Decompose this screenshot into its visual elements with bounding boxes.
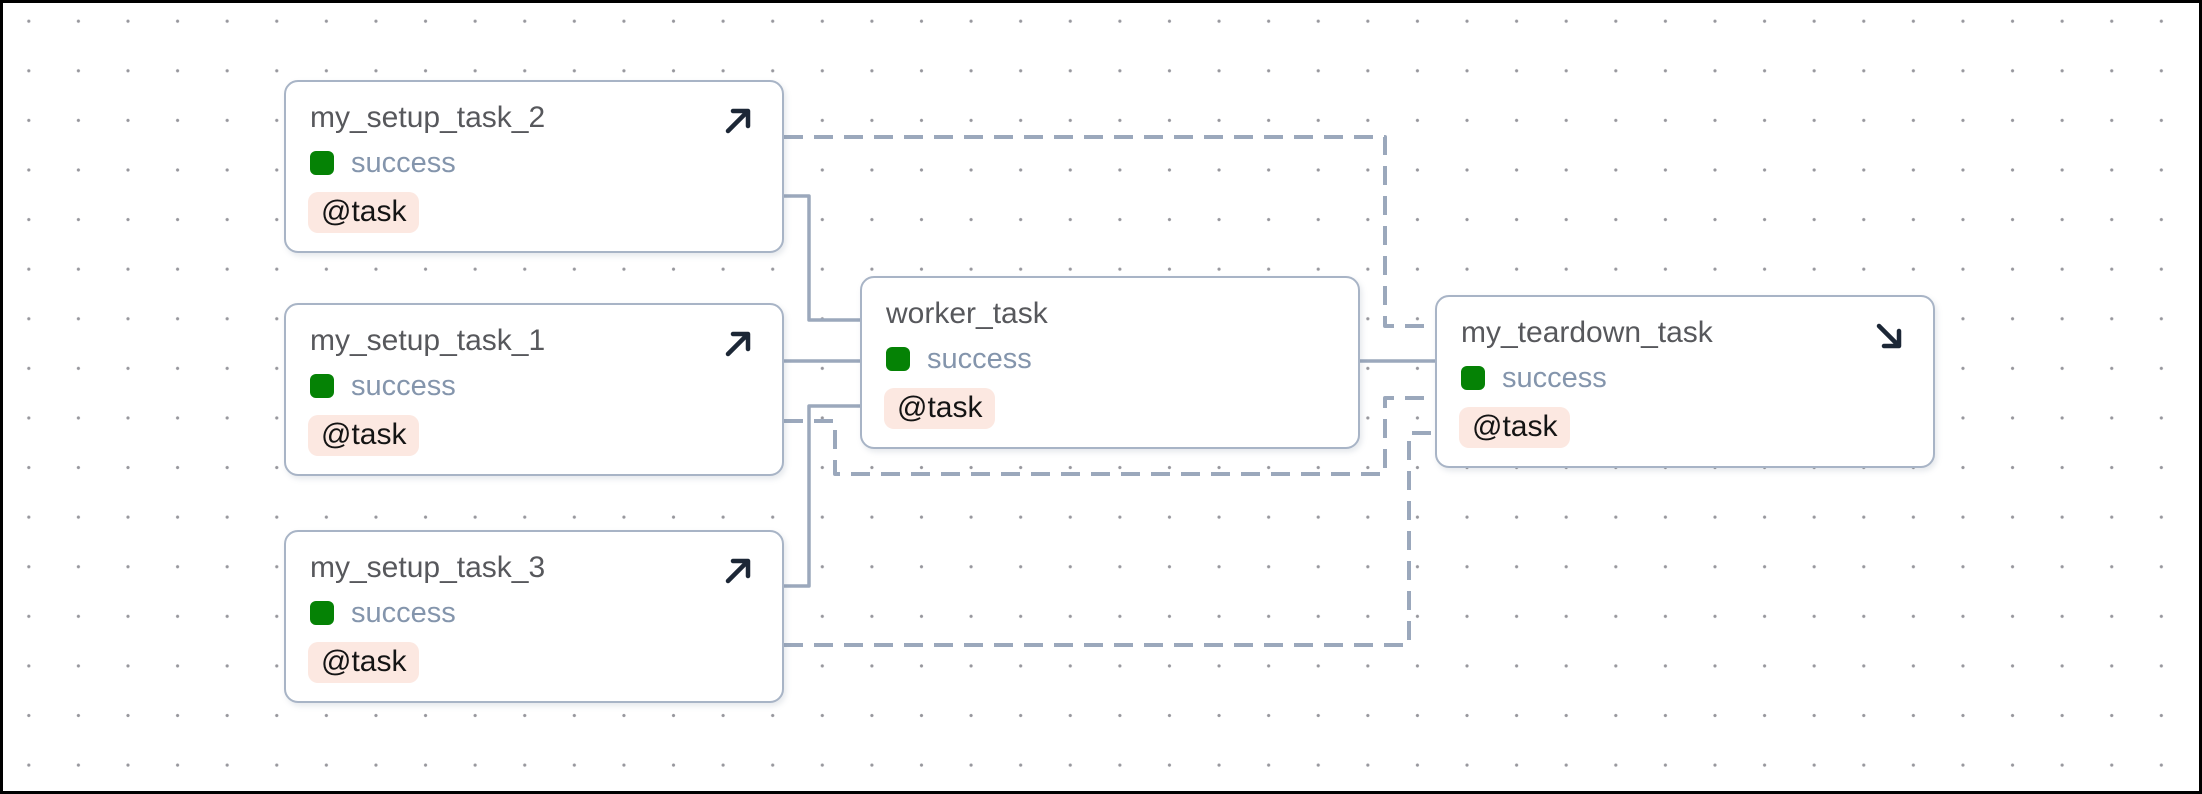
task-decorator-badge: @task — [308, 642, 420, 683]
edge-my_setup_task_3-to-my_teardown_task — [784, 431, 1435, 647]
setup-arrow-up-right-icon — [721, 327, 755, 361]
edge-my_setup_task_3-to-worker_task — [784, 404, 860, 588]
task-node-worker-task[interactable]: worker_task success @task — [860, 276, 1360, 449]
status-row: success — [310, 596, 758, 629]
task-node-my-setup-task-2[interactable]: my_setup_task_2 success @task — [284, 80, 784, 253]
status-label: success — [351, 369, 456, 402]
status-row: success — [310, 369, 758, 402]
status-row: success — [310, 146, 758, 179]
success-status-icon — [886, 347, 910, 371]
edge-layer — [784, 135, 1435, 647]
setup-arrow-up-right-icon — [721, 554, 755, 588]
task-decorator-badge: @task — [884, 388, 996, 429]
status-label: success — [1502, 361, 1607, 394]
task-node-my-setup-task-3[interactable]: my_setup_task_3 success @task — [284, 530, 784, 703]
edge-my_setup_task_2-to-worker_task — [784, 194, 860, 322]
status-label: success — [351, 596, 456, 629]
success-status-icon — [1461, 366, 1485, 390]
task-node-my-setup-task-1[interactable]: my_setup_task_1 success @task — [284, 303, 784, 476]
success-status-icon — [310, 374, 334, 398]
status-label: success — [351, 146, 456, 179]
status-row: success — [886, 342, 1334, 375]
task-title: worker_task — [886, 297, 1048, 330]
success-status-icon — [310, 601, 334, 625]
edge-my_setup_task_1-to-my_teardown_task — [784, 396, 1435, 476]
task-decorator-badge: @task — [308, 192, 420, 233]
task-decorator-badge: @task — [308, 415, 420, 456]
status-label: success — [927, 342, 1032, 375]
task-decorator-badge: @task — [1459, 407, 1571, 448]
task-title: my_teardown_task — [1461, 316, 1713, 349]
task-node-my-teardown-task[interactable]: my_teardown_task success @task — [1435, 295, 1935, 468]
setup-arrow-up-right-icon — [721, 104, 755, 138]
task-title: my_setup_task_1 — [310, 324, 546, 357]
teardown-arrow-down-right-icon — [1872, 319, 1906, 353]
edge-my_setup_task_2-to-my_teardown_task — [784, 135, 1435, 328]
task-title: my_setup_task_3 — [310, 551, 546, 584]
success-status-icon — [310, 151, 334, 175]
task-title: my_setup_task_2 — [310, 101, 546, 134]
status-row: success — [1461, 361, 1909, 394]
